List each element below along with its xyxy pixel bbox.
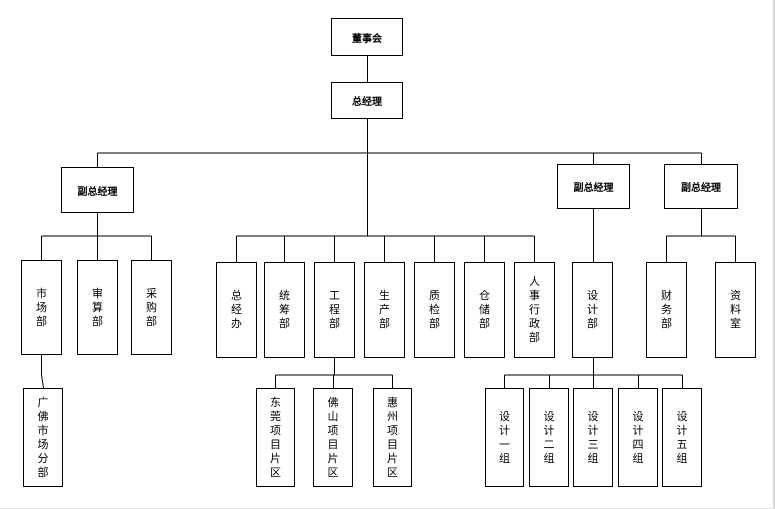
dept-market-box: 市场部 [21, 260, 62, 355]
dept-gm-office-box: 总经办 [216, 262, 257, 358]
dept-design-box: 设计部 [572, 262, 613, 358]
deputy-gm-design-label: 副总经理 [573, 183, 614, 194]
dept-archive-box: 资料室 [715, 262, 756, 358]
sub-guangfo-market-box: 广佛市场分部 [23, 388, 63, 487]
sub-dongguan-project-box: 东莞项目片区 [256, 388, 295, 487]
sub-design-group-4-box: 设计四组 [618, 388, 658, 487]
dept-storage-label: 仓储部 [479, 289, 490, 330]
dept-market-label: 市场部 [36, 286, 47, 328]
dept-quality-label: 质检部 [429, 289, 440, 330]
dept-quality-box: 质检部 [414, 262, 455, 358]
sub-huizhou-project-box: 惠州项目片区 [373, 388, 412, 487]
sub-foshan-project-box: 佛山项目片区 [313, 388, 353, 487]
dept-production-box: 生产部 [364, 262, 405, 358]
dept-engineering-label: 工程部 [329, 289, 340, 330]
sub-design-group-2-box: 设计二组 [529, 388, 569, 487]
deputy-gm-left-box: 副总经理 [61, 167, 134, 213]
dept-finance-label: 财务部 [661, 289, 672, 330]
sub-design-group-3-label: 设计三组 [587, 409, 599, 465]
sub-dongguan-project-label: 东莞项目片区 [270, 395, 281, 479]
deputy-gm-finance-box: 副总经理 [664, 164, 738, 209]
dept-archive-label: 资料室 [730, 289, 741, 330]
dept-planning-label: 统筹部 [279, 289, 290, 330]
sub-design-group-4-label: 设计四组 [632, 409, 644, 465]
dept-design-label: 设计部 [587, 289, 598, 330]
dept-gm-office-label: 总经办 [231, 289, 242, 330]
sub-design-group-5-label: 设计五组 [676, 409, 688, 465]
dept-audit-label: 审算部 [92, 286, 103, 328]
dept-engineering-box: 工程部 [314, 262, 355, 358]
dept-audit-box: 审算部 [77, 260, 118, 355]
deputy-gm-design-box: 副总经理 [557, 164, 630, 209]
dept-storage-box: 仓储部 [464, 262, 505, 358]
deputy-gm-left-label: 副总经理 [77, 186, 118, 198]
sub-huizhou-project-label: 惠州项目片区 [387, 395, 398, 479]
sub-design-group-3-box: 设计三组 [573, 388, 613, 487]
dept-production-label: 生产部 [379, 289, 390, 330]
sub-guangfo-market-label: 广佛市场分部 [37, 395, 49, 479]
dept-purchasing-label: 采购部 [146, 286, 157, 328]
board-box: 董事会 [331, 18, 403, 56]
dept-hr-admin-box: 人事行政部 [514, 262, 555, 358]
general-manager-label: 总经理 [352, 97, 382, 108]
general-manager-box: 总经理 [331, 82, 403, 119]
dept-purchasing-box: 采购部 [131, 260, 172, 355]
sub-foshan-project-label: 佛山项目片区 [327, 395, 339, 479]
dept-finance-box: 财务部 [646, 262, 687, 358]
sub-design-group-1-label: 设计一组 [499, 409, 510, 465]
dept-hr-admin-label: 人事行政部 [529, 275, 540, 344]
deputy-gm-finance-label: 副总经理 [681, 183, 721, 194]
sub-design-group-5-box: 设计五组 [662, 388, 702, 487]
dept-planning-box: 统筹部 [264, 262, 305, 358]
sub-design-group-2-label: 设计二组 [543, 409, 555, 465]
board-label: 董事会 [352, 33, 382, 45]
sub-design-group-1-box: 设计一组 [485, 388, 524, 487]
